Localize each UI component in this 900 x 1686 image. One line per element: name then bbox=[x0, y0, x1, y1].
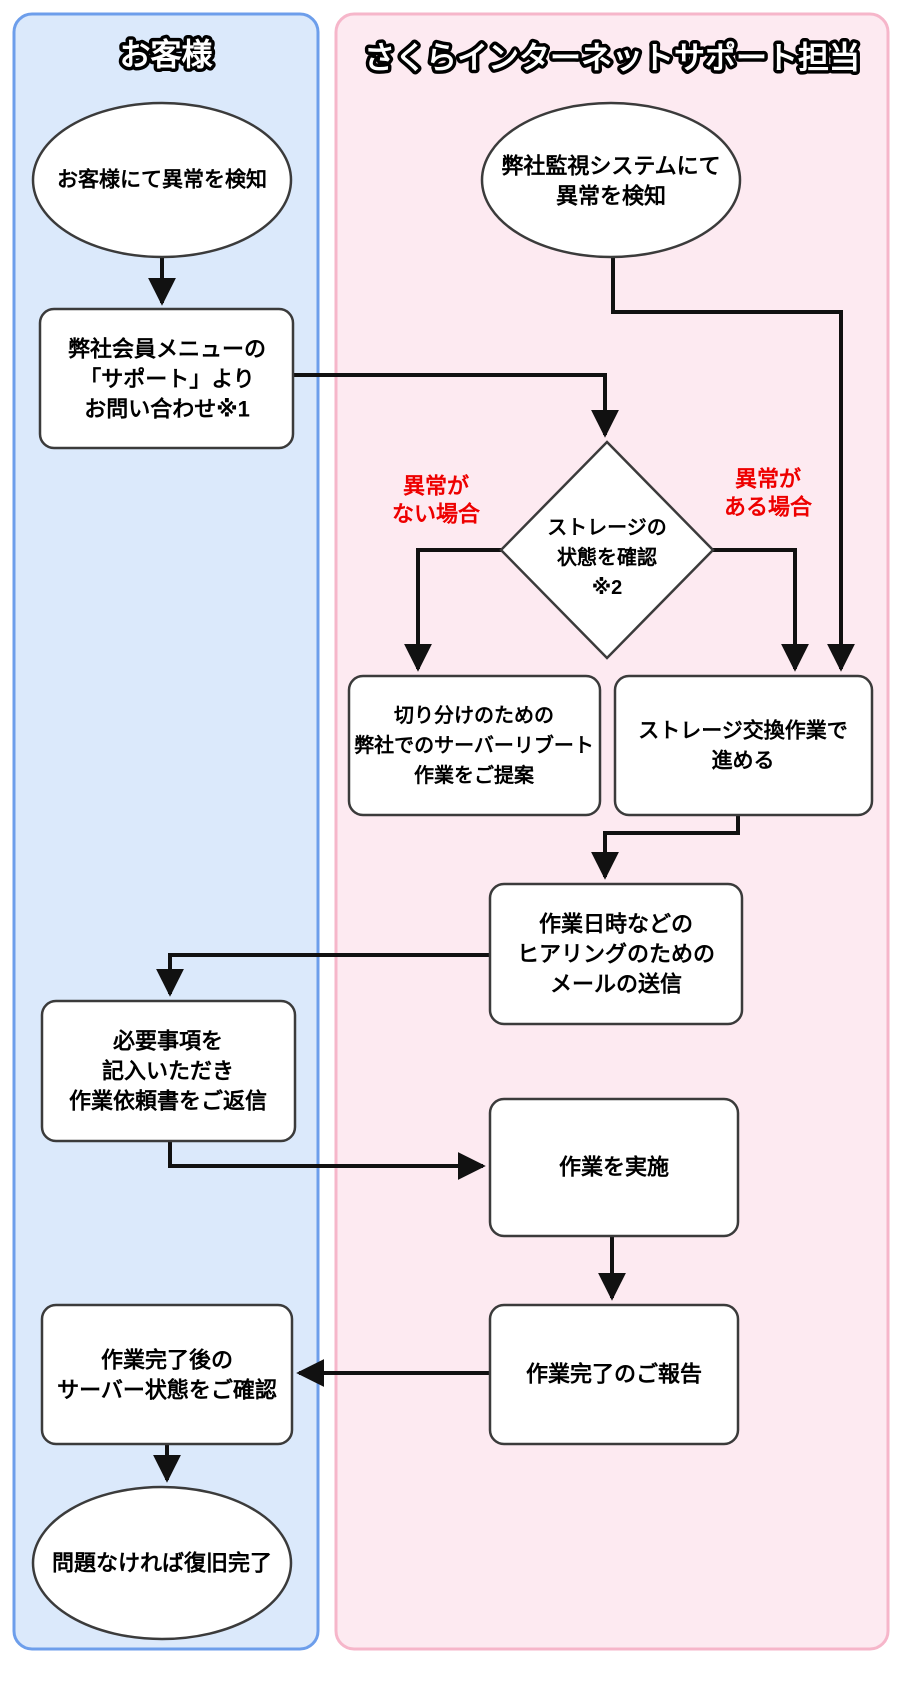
node-contact: 弊社会員メニューの 「サポート」より お問い合わせ※1 bbox=[38, 307, 295, 450]
reboot-proposal-label-line1: 切り分けのための bbox=[394, 704, 554, 727]
node-execute: 作業を実施 bbox=[488, 1097, 740, 1238]
node-report: 作業完了のご報告 bbox=[488, 1303, 740, 1446]
contact-label-line1: 弊社会員メニューの bbox=[68, 337, 266, 362]
customer-detect-shape bbox=[31, 101, 293, 259]
storage-replace-label-line2: 進める bbox=[712, 750, 775, 773]
confirm-shape bbox=[40, 1303, 294, 1446]
confirm-label-line2: サーバー状態をご確認 bbox=[57, 1378, 277, 1403]
branch-label-no-anomaly: 異常が ない場合 bbox=[392, 474, 481, 527]
monitor-detect-label-line2: 異常を検知 bbox=[556, 184, 666, 209]
node-customer-detect: お客様にて異常を検知 bbox=[31, 101, 293, 259]
hearing-mail-label-line1: 作業日時などの bbox=[539, 912, 693, 937]
reply-form-label-line2: 記入いただき bbox=[102, 1059, 234, 1084]
storage-replace-shape bbox=[613, 674, 874, 817]
confirm-label-line1: 作業完了後の bbox=[101, 1348, 233, 1373]
lane-customer-title: お客様 bbox=[120, 38, 214, 73]
edge-no-anomaly-to-reboot-proposal bbox=[404, 548, 503, 672]
done-shape bbox=[31, 1485, 293, 1641]
execute-label: 作業を実施 bbox=[559, 1155, 669, 1180]
edge-anomaly-to-storage-replace bbox=[711, 548, 809, 672]
done-label: 問題なければ復旧完了 bbox=[52, 1551, 272, 1576]
node-storage-check: ストレージの 状態を確認 ※2 bbox=[499, 440, 715, 660]
storage-check-label-line3: ※2 bbox=[592, 577, 623, 599]
customer-detect-label: お客様にて異常を検知 bbox=[57, 168, 267, 192]
node-monitor-detect: 弊社監視システムにて 異常を検知 bbox=[480, 101, 742, 259]
execute-shape bbox=[488, 1097, 740, 1238]
reboot-proposal-label-line2: 弊社でのサーバーリブート bbox=[354, 733, 594, 757]
monitor-detect-label-line1: 弊社監視システムにて bbox=[501, 154, 720, 179]
no-anomaly-label-line2: ない場合 bbox=[392, 502, 481, 527]
contact-label-line2: 「サポート」より bbox=[79, 367, 255, 392]
edge-reply-form-to-execute bbox=[168, 1140, 486, 1180]
reply-form-label-line1: 必要事項を bbox=[113, 1029, 223, 1054]
connectors bbox=[148, 253, 855, 1483]
anomaly-label-line1: 異常が bbox=[735, 467, 801, 492]
no-anomaly-label-line1: 異常が bbox=[403, 474, 469, 499]
node-done: 問題なければ復旧完了 bbox=[31, 1485, 293, 1641]
reboot-proposal-label-line3: 作業をご提案 bbox=[414, 763, 535, 787]
node-confirm: 作業完了後の サーバー状態をご確認 bbox=[40, 1303, 294, 1446]
storage-check-label-line2: 状態を確認 bbox=[557, 545, 657, 569]
report-label: 作業完了のご報告 bbox=[526, 1362, 702, 1387]
contact-label-line3: お問い合わせ※1 bbox=[84, 397, 250, 422]
reboot-proposal-shape bbox=[347, 674, 602, 817]
storage-replace-label-line1: ストレージ交換作業で bbox=[638, 719, 848, 743]
storage-check-shape bbox=[499, 440, 715, 660]
edge-contact-to-storage-check bbox=[291, 373, 619, 438]
node-storage-replace: ストレージ交換作業で 進める bbox=[613, 674, 874, 817]
hearing-mail-shape bbox=[488, 882, 744, 1026]
hearing-mail-label-line3: メールの送信 bbox=[550, 972, 682, 997]
anomaly-label-line2: ある場合 bbox=[724, 495, 813, 520]
branch-label-anomaly: 異常が ある場合 bbox=[724, 467, 813, 520]
edge-storage-replace-to-hearing-mail bbox=[591, 816, 740, 880]
reply-form-shape bbox=[40, 999, 297, 1143]
lane-support-title: さくらインターネットサポート担当 bbox=[364, 41, 860, 76]
report-shape bbox=[488, 1303, 740, 1446]
edge-hearing-mail-to-reply-form bbox=[156, 953, 490, 997]
storage-check-label-line1: ストレージの bbox=[547, 517, 667, 539]
node-reboot-proposal: 切り分けのための 弊社でのサーバーリブート 作業をご提案 bbox=[347, 674, 602, 817]
hearing-mail-label-line2: ヒアリングのための bbox=[517, 942, 715, 967]
reply-form-label-line3: 作業依頼書をご返信 bbox=[69, 1089, 267, 1114]
node-hearing-mail: 作業日時などの ヒアリングのための メールの送信 bbox=[488, 882, 744, 1026]
edge-monitor-detect-to-storage-replace bbox=[611, 255, 855, 672]
contact-shape bbox=[38, 307, 295, 450]
monitor-detect-shape bbox=[480, 101, 742, 259]
node-reply-form: 必要事項を 記入いただき 作業依頼書をご返信 bbox=[40, 999, 297, 1143]
